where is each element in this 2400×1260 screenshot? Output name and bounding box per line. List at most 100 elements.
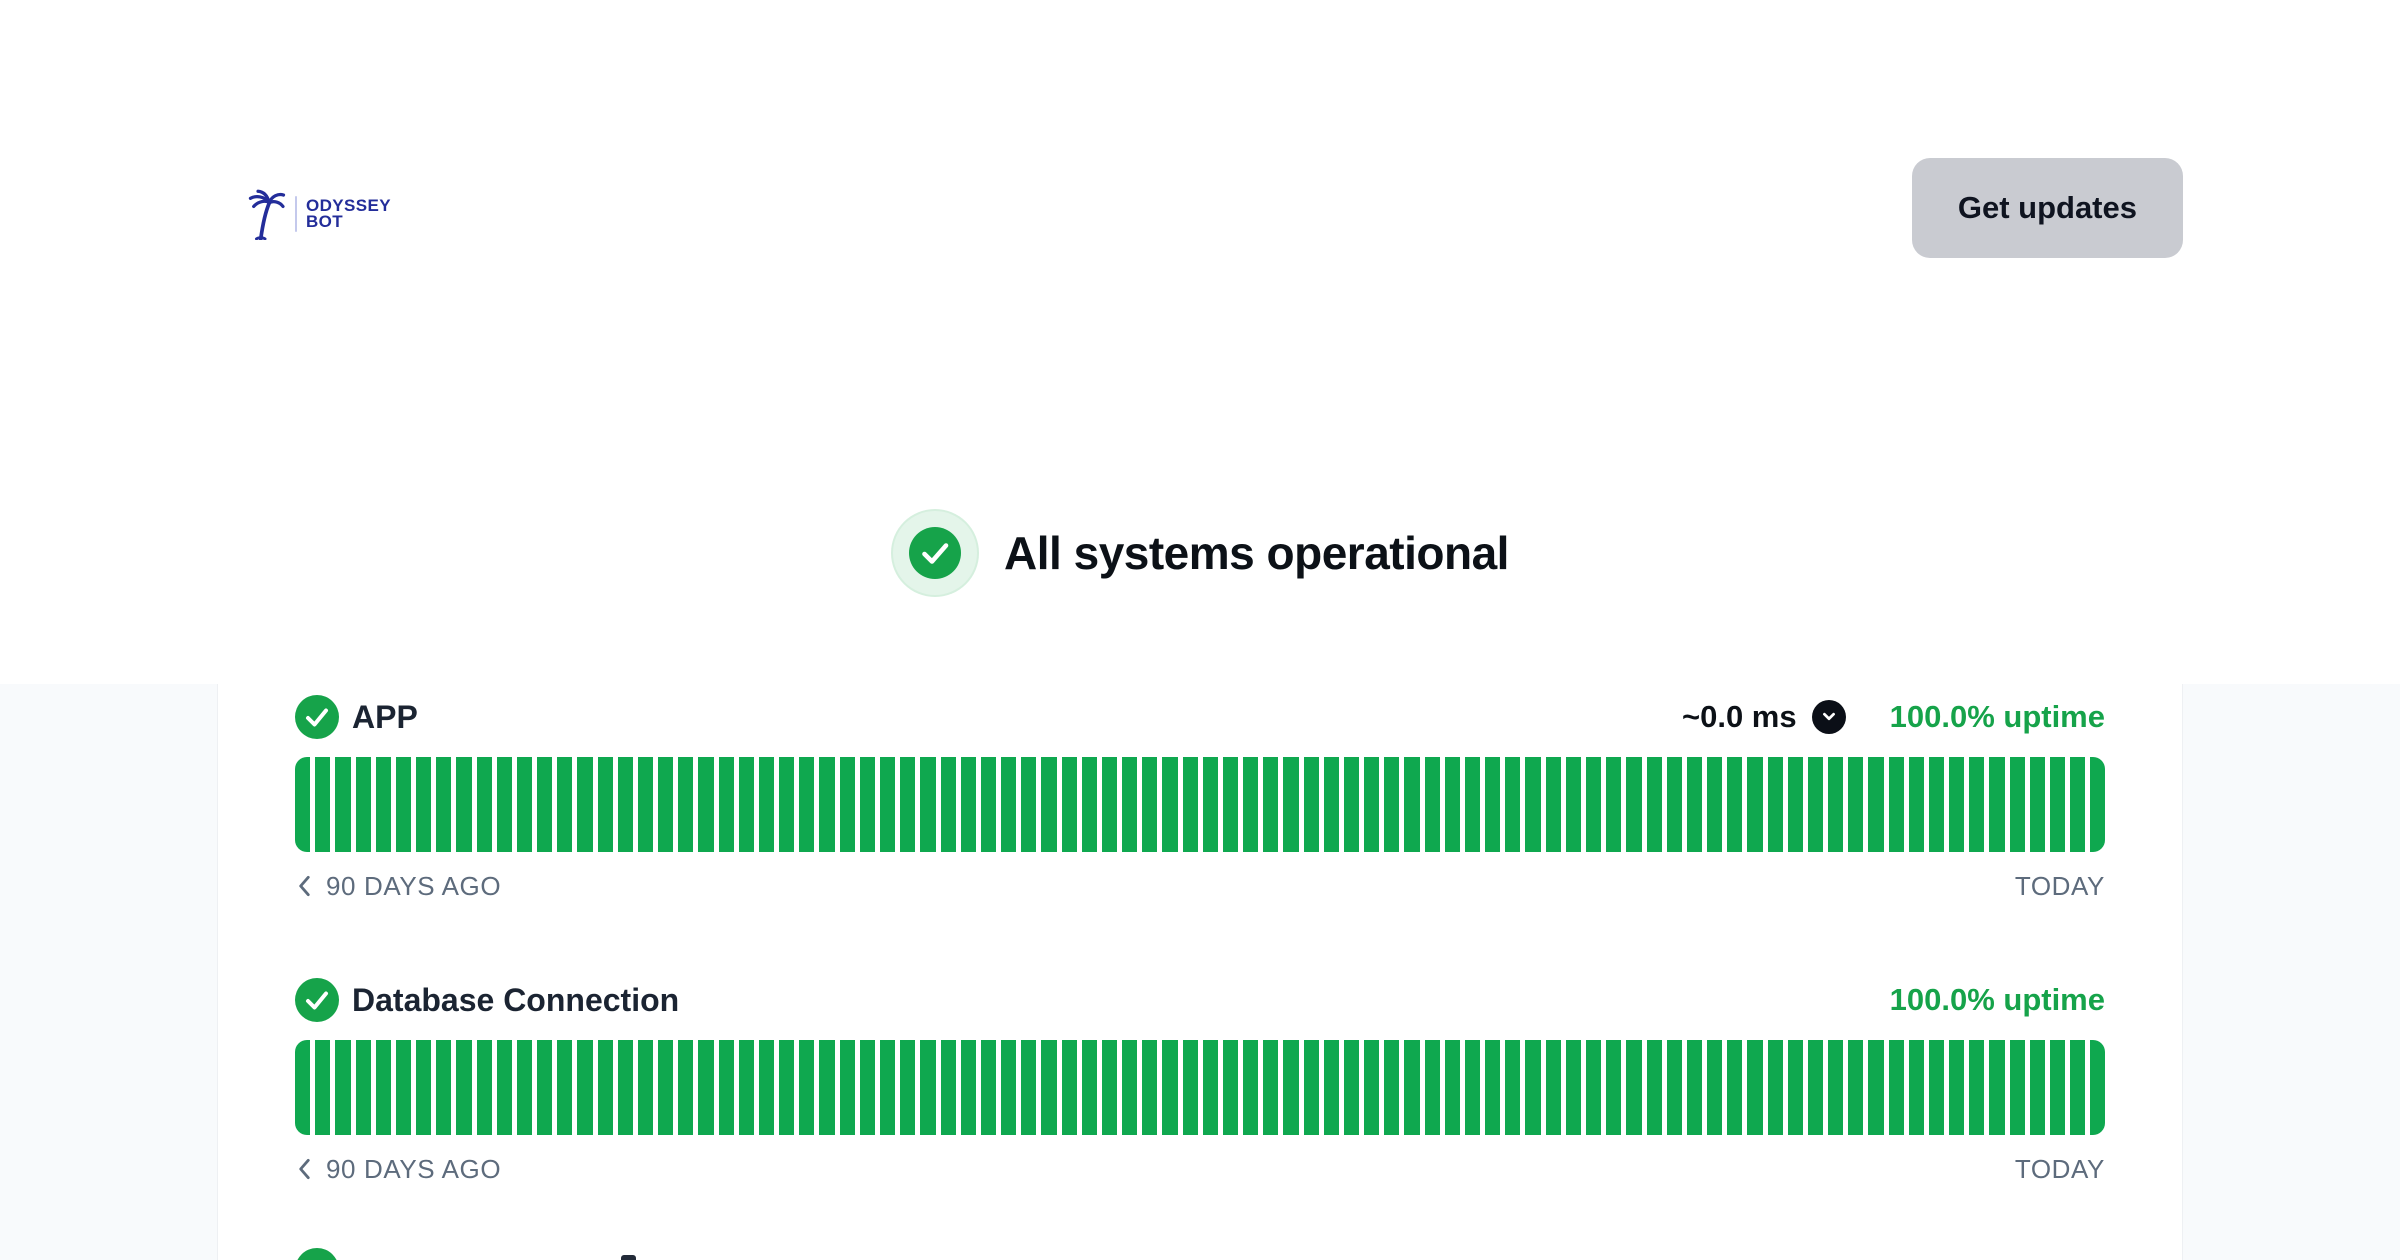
chevron-left-icon[interactable]	[295, 1156, 315, 1182]
uptime-day-segment[interactable]	[1162, 757, 1178, 852]
uptime-day-segment[interactable]	[315, 757, 331, 852]
uptime-day-segment[interactable]	[1989, 757, 2005, 852]
uptime-day-segment[interactable]	[1505, 1040, 1521, 1135]
uptime-day-segment[interactable]	[839, 757, 855, 852]
uptime-day-segment[interactable]	[1384, 1040, 1400, 1135]
uptime-day-segment[interactable]	[1001, 1040, 1017, 1135]
uptime-day-segment[interactable]	[1848, 757, 1864, 852]
uptime-day-segment[interactable]	[375, 757, 391, 852]
uptime-day-segment[interactable]	[920, 757, 936, 852]
uptime-day-segment[interactable]	[819, 1040, 835, 1135]
uptime-day-segment[interactable]	[375, 1040, 391, 1135]
uptime-day-segment[interactable]	[960, 757, 976, 852]
uptime-day-segment[interactable]	[1404, 1040, 1420, 1135]
uptime-day-segment[interactable]	[1868, 757, 1884, 852]
uptime-day-segment[interactable]	[1606, 1040, 1622, 1135]
uptime-day-segment[interactable]	[1565, 757, 1581, 852]
uptime-day-segment[interactable]	[1343, 1040, 1360, 1135]
uptime-day-segment[interactable]	[577, 1040, 593, 1135]
uptime-day-segment[interactable]	[1666, 1040, 1682, 1135]
uptime-day-segment[interactable]	[335, 757, 351, 852]
uptime-day-segment[interactable]	[395, 1040, 412, 1135]
uptime-day-segment[interactable]	[1303, 1040, 1319, 1135]
uptime-day-segment[interactable]	[920, 1040, 936, 1135]
uptime-day-segment[interactable]	[456, 757, 472, 852]
uptime-day-segment[interactable]	[678, 1040, 694, 1135]
uptime-day-segment[interactable]	[1666, 757, 1682, 852]
uptime-day-segment[interactable]	[1787, 757, 1803, 852]
uptime-day-segment[interactable]	[1848, 1040, 1864, 1135]
uptime-day-segment[interactable]	[355, 1040, 371, 1135]
uptime-day-segment[interactable]	[1727, 1040, 1743, 1135]
uptime-day-segment[interactable]	[1646, 757, 1662, 852]
uptime-day-segment[interactable]	[456, 1040, 472, 1135]
uptime-day-segment[interactable]	[597, 757, 613, 852]
uptime-day-segment[interactable]	[1969, 1040, 1985, 1135]
uptime-day-segment[interactable]	[1626, 757, 1642, 852]
uptime-day-segment[interactable]	[758, 1040, 775, 1135]
uptime-day-segment[interactable]	[1686, 757, 1703, 852]
uptime-day-segment[interactable]	[1505, 757, 1521, 852]
uptime-day-segment[interactable]	[1586, 757, 1602, 852]
uptime-day-segment[interactable]	[295, 1040, 311, 1135]
uptime-day-segment[interactable]	[1021, 757, 1037, 852]
uptime-day-segment[interactable]	[1142, 1040, 1158, 1135]
uptime-day-segment[interactable]	[1525, 757, 1541, 852]
chevron-left-icon[interactable]	[295, 873, 315, 899]
uptime-day-segment[interactable]	[980, 757, 997, 852]
uptime-day-segment[interactable]	[658, 757, 674, 852]
uptime-day-segment[interactable]	[617, 1040, 633, 1135]
uptime-day-segment[interactable]	[718, 1040, 734, 1135]
uptime-day-segment[interactable]	[537, 757, 553, 852]
uptime-day-segment[interactable]	[416, 1040, 432, 1135]
uptime-day-segment[interactable]	[940, 757, 956, 852]
uptime-day-segment[interactable]	[1928, 757, 1945, 852]
uptime-day-segment[interactable]	[1162, 1040, 1178, 1135]
uptime-day-segment[interactable]	[1404, 757, 1420, 852]
uptime-day-segment[interactable]	[355, 757, 371, 852]
get-updates-button[interactable]: Get updates	[1911, 158, 2183, 258]
uptime-day-segment[interactable]	[1767, 1040, 1783, 1135]
uptime-day-segment[interactable]	[819, 757, 835, 852]
uptime-day-segment[interactable]	[1041, 1040, 1057, 1135]
uptime-day-segment[interactable]	[900, 1040, 916, 1135]
uptime-day-segment[interactable]	[698, 757, 714, 852]
uptime-day-segment[interactable]	[1263, 1040, 1279, 1135]
uptime-day-segment[interactable]	[1323, 757, 1339, 852]
uptime-day-segment[interactable]	[1081, 757, 1097, 852]
uptime-day-segment[interactable]	[1767, 757, 1783, 852]
uptime-day-segment[interactable]	[557, 757, 573, 852]
uptime-day-segment[interactable]	[2049, 757, 2066, 852]
uptime-day-segment[interactable]	[879, 757, 896, 852]
uptime-day-segment[interactable]	[1485, 757, 1501, 852]
uptime-day-segment[interactable]	[900, 757, 916, 852]
uptime-day-segment[interactable]	[1243, 757, 1259, 852]
uptime-day-segment[interactable]	[1707, 757, 1723, 852]
uptime-day-segment[interactable]	[799, 757, 815, 852]
uptime-day-segment[interactable]	[1081, 1040, 1097, 1135]
uptime-day-segment[interactable]	[1364, 757, 1380, 852]
uptime-day-segment[interactable]	[335, 1040, 351, 1135]
uptime-day-segment[interactable]	[1061, 757, 1077, 852]
uptime-day-segment[interactable]	[2029, 757, 2045, 852]
uptime-day-segment[interactable]	[2070, 757, 2086, 852]
uptime-day-segment[interactable]	[758, 757, 775, 852]
uptime-day-segment[interactable]	[1061, 1040, 1077, 1135]
uptime-day-segment[interactable]	[1787, 1040, 1803, 1135]
uptime-day-segment[interactable]	[1888, 1040, 1904, 1135]
uptime-day-segment[interactable]	[1747, 1040, 1763, 1135]
uptime-day-segment[interactable]	[1101, 1040, 1118, 1135]
uptime-day-segment[interactable]	[1041, 757, 1057, 852]
uptime-day-segment[interactable]	[577, 757, 593, 852]
uptime-day-segment[interactable]	[416, 757, 432, 852]
uptime-day-segment[interactable]	[1243, 1040, 1259, 1135]
uptime-day-segment[interactable]	[1122, 1040, 1138, 1135]
uptime-day-segment[interactable]	[295, 757, 311, 852]
uptime-day-segment[interactable]	[496, 757, 512, 852]
uptime-day-segment[interactable]	[1747, 757, 1763, 852]
uptime-day-segment[interactable]	[1868, 1040, 1884, 1135]
uptime-day-segment[interactable]	[1021, 1040, 1037, 1135]
uptime-day-segment[interactable]	[2009, 757, 2025, 852]
uptime-day-segment[interactable]	[2009, 1040, 2025, 1135]
uptime-day-segment[interactable]	[1424, 757, 1440, 852]
